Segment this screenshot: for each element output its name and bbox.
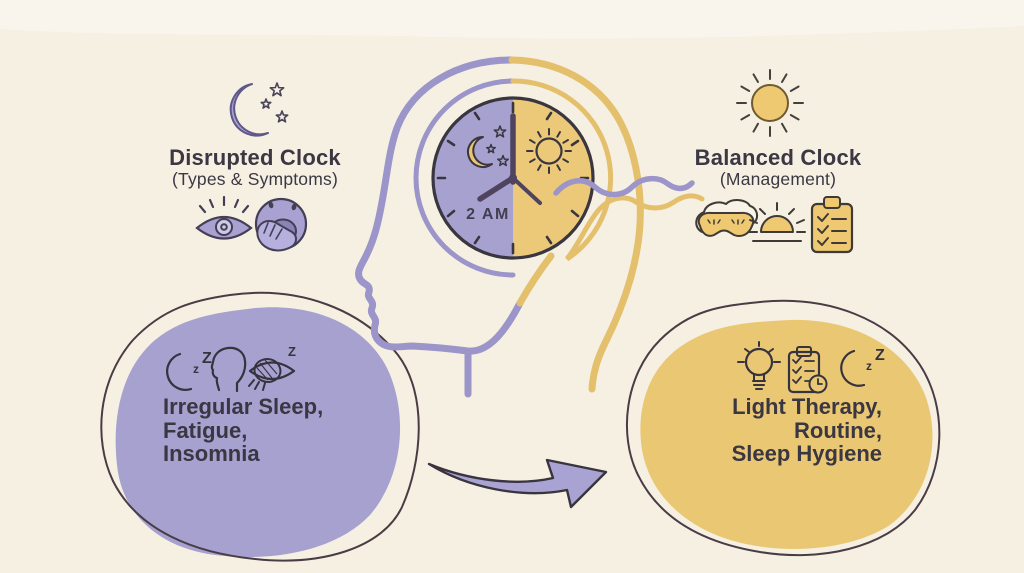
symptoms-text: Irregular Sleep, Fatigue, Insomnia <box>163 395 395 466</box>
management-line-1: Light Therapy, <box>732 394 882 419</box>
clock-night-half <box>433 98 513 258</box>
sleep-mask-icon <box>695 199 758 237</box>
face-profile-line <box>355 56 524 355</box>
symptoms-line-1: Irregular Sleep, <box>163 394 324 419</box>
zz-small: z <box>193 362 199 376</box>
clock-ticks <box>436 101 590 255</box>
eye-icon <box>195 195 253 240</box>
halo-arc-purple <box>413 78 516 278</box>
symptoms-blob-outline <box>100 291 420 562</box>
zz-big: Z <box>202 350 212 367</box>
management-blob-fill <box>640 319 933 549</box>
z-mark: Z <box>288 344 296 359</box>
management-line-2: Routine, <box>794 417 882 443</box>
symptoms-blob-fill <box>115 307 401 558</box>
flow-arrow <box>427 458 608 509</box>
head-outline <box>355 56 644 398</box>
checklist-clock-icon <box>787 346 828 394</box>
yawning-face-icon <box>254 197 308 252</box>
hour-hand <box>477 175 516 202</box>
crown-back-line <box>508 56 644 393</box>
clock-rim <box>431 96 595 260</box>
top-band <box>0 0 1024 39</box>
second-hand <box>511 176 542 205</box>
covered-eye-icon: Z <box>248 344 296 391</box>
lightbulb-icon <box>737 341 781 390</box>
brain-clock <box>431 96 595 260</box>
clock-moon-icon <box>467 126 508 167</box>
left-panel-subtitle: (Types & Symptoms) <box>172 169 338 189</box>
sunrise-icon <box>748 202 806 242</box>
zz-big: Z <box>875 347 885 364</box>
symptoms-line-2: Fatigue, <box>163 417 248 443</box>
clock-sun-icon <box>526 128 572 174</box>
inner-halo-arcs <box>413 78 705 278</box>
right-panel-subtitle: (Management) <box>719 169 837 189</box>
clock-time-label: 2 AM <box>466 206 510 223</box>
purple-wave <box>553 176 695 198</box>
clock-center-dot <box>509 174 517 182</box>
symptoms-line-3: Insomnia <box>163 441 260 466</box>
left-panel-title: Disrupted Clock <box>169 145 341 170</box>
symptoms-blob <box>100 291 420 562</box>
head-profile-icon <box>210 346 247 393</box>
clock-hands <box>477 113 542 205</box>
management-line-3: Sleep Hygiene <box>731 441 882 466</box>
sun-icon <box>736 69 804 137</box>
checklist-icon <box>810 196 854 254</box>
clock-day-half <box>513 98 593 258</box>
zz-small: z <box>866 359 872 373</box>
management-text: Light Therapy, Routine, Sleep Hygiene <box>638 395 882 466</box>
management-blob-outline <box>625 299 941 557</box>
moon-zz-icon-left: z Z <box>166 350 212 391</box>
halo-arc-yellow-and-wave <box>510 78 705 262</box>
jaw-yellow-segment <box>516 252 555 307</box>
management-blob <box>625 299 941 557</box>
moon-zz-icon-right: z Z <box>840 347 885 387</box>
right-panel-title: Balanced Clock <box>694 145 862 170</box>
moon-with-stars-icon <box>229 83 288 137</box>
